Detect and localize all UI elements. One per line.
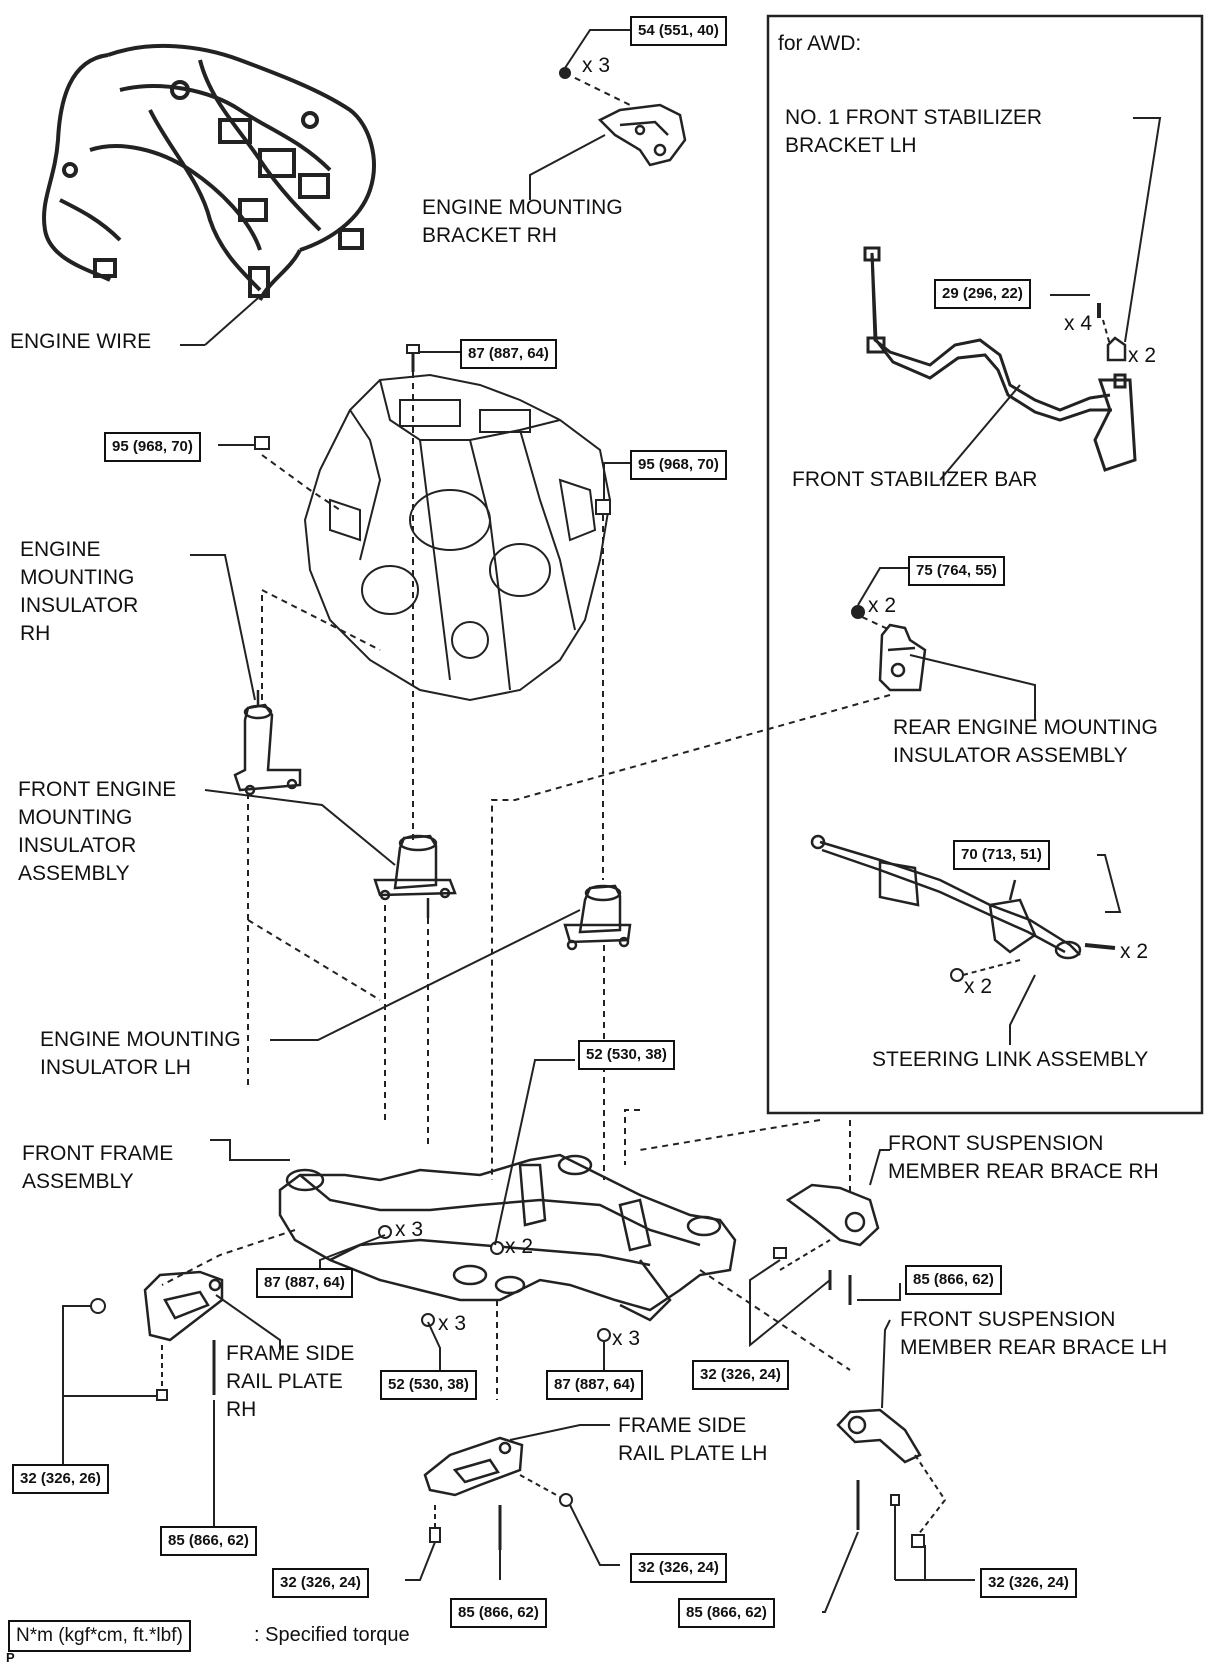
torque-brace-lh-85: 85 (866, 62) xyxy=(678,1598,775,1628)
label-front-suspension-member-rear-brace-rh: FRONT SUSPENSION MEMBER REAR BRACE RH xyxy=(888,1132,1159,1183)
label-engine-wire: ENGINE WIRE xyxy=(10,330,152,353)
torque-engine-top-bolt: 87 (887, 64) xyxy=(460,339,557,369)
label-engine-mounting-insulator-rh: ENGINE MOUNTING INSULATOR RH xyxy=(20,538,139,645)
qty-steering-nut: x 2 xyxy=(964,975,993,998)
engine-wire-harness xyxy=(44,46,374,300)
torque-plate-lh-32-left: 32 (326, 24) xyxy=(272,1568,369,1598)
torque-plate-lh-85: 85 (866, 62) xyxy=(450,1598,547,1628)
rear-engine-mounting-insulator-assembly xyxy=(880,625,925,690)
torque-insulator-rh-nut: 95 (968, 70) xyxy=(104,432,201,462)
engine-mounting-insulator-rh xyxy=(235,690,300,794)
illustration-code: P xyxy=(6,1650,15,1665)
torque-frame-52-top: 52 (530, 38) xyxy=(578,1040,675,1070)
label-frame-side-rail-plate-rh: FRAME SIDE RAIL PLATE RH xyxy=(226,1342,355,1421)
torque-stabilizer-bracket-bolt: 29 (296, 22) xyxy=(934,279,1031,309)
engine-block xyxy=(305,375,610,700)
torque-plate-rh-32: 32 (326, 26) xyxy=(12,1464,109,1494)
label-front-frame-assembly: FRONT FRAME ASSEMBLY xyxy=(22,1142,174,1193)
qty-rear-mount: x 2 xyxy=(868,594,897,617)
label-no1-front-stabilizer-bracket-lh: NO. 1 FRONT STABILIZER BRACKET LH xyxy=(785,106,1043,157)
torque-frame-52-bottom: 52 (530, 38) xyxy=(380,1370,477,1400)
label-front-engine-mounting-insulator-assembly: FRONT ENGINE MOUNTING INSULATOR ASSEMBLY xyxy=(18,778,177,885)
label-front-suspension-member-rear-brace-lh: FRONT SUSPENSION MEMBER REAR BRACE LH xyxy=(900,1308,1168,1359)
label-steering-link-assembly: STEERING LINK ASSEMBLY xyxy=(872,1048,1149,1071)
front-stabilizer-bracket-lh xyxy=(1108,338,1125,360)
engine-mounting-insulator-lh xyxy=(565,886,630,949)
qty-frame-left: x 3 xyxy=(395,1218,424,1241)
torque-steering-bolt: 70 (713, 51) xyxy=(953,840,1050,870)
qty-bracket-rh: x 3 xyxy=(582,54,611,77)
label-front-stabilizer-bar: FRONT STABILIZER BAR xyxy=(792,468,1038,491)
qty-frame-right: x 3 xyxy=(612,1327,641,1350)
label-rear-engine-mounting-insulator-assembly: REAR ENGINE MOUNTING INSULATOR ASSEMBLY xyxy=(893,716,1158,767)
label-engine-mounting-insulator-lh: ENGINE MOUNTING INSULATOR LH xyxy=(40,1028,241,1079)
qty-frame-mid: x 2 xyxy=(505,1235,534,1258)
torque-engine-mounting-bracket-rh: 54 (551, 40) xyxy=(630,16,727,46)
engine-mounting-bracket-rh xyxy=(600,105,685,165)
qty-steering-bolt: x 2 xyxy=(1120,940,1149,963)
torque-plate-rh-85: 85 (866, 62) xyxy=(160,1526,257,1556)
front-engine-mounting-insulator-assembly xyxy=(375,836,455,918)
torque-frame-87-right: 87 (887, 64) xyxy=(546,1370,643,1400)
torque-rear-mount-bolt: 75 (764, 55) xyxy=(908,556,1005,586)
torque-brace-rh-32: 32 (326, 24) xyxy=(692,1360,789,1390)
torque-brace-rh-85: 85 (866, 62) xyxy=(905,1265,1002,1295)
torque-frame-87-left: 87 (887, 64) xyxy=(256,1268,353,1298)
label-frame-side-rail-plate-lh: FRAME SIDE RAIL PLATE LH xyxy=(618,1414,768,1465)
torque-plate-lh-32-right: 32 (326, 24) xyxy=(630,1553,727,1583)
front-stabilizer-bar xyxy=(865,248,1135,470)
torque-insulator-lh-nut: 95 (968, 70) xyxy=(630,450,727,480)
frame-side-rail-plate-rh xyxy=(145,1272,222,1340)
legend-unit-box: N*m (kgf*cm, ft.*lbf) xyxy=(8,1620,191,1652)
inset-title: for AWD: xyxy=(778,32,862,55)
label-engine-mounting-bracket-rh: ENGINE MOUNTING BRACKET RH xyxy=(422,196,623,247)
legend-description: : Specified torque xyxy=(254,1624,410,1646)
torque-brace-lh-32: 32 (326, 24) xyxy=(980,1568,1077,1598)
front-suspension-member-rear-brace-lh xyxy=(838,1410,920,1462)
front-suspension-member-rear-brace-rh xyxy=(788,1185,878,1245)
steering-gear-assembly xyxy=(812,836,1080,958)
frame-side-rail-plate-lh xyxy=(425,1438,522,1495)
qty-frame-bottom: x 3 xyxy=(438,1312,467,1335)
awd-inset-frame xyxy=(766,14,1204,1115)
qty-stabilizer-bracket: x 2 xyxy=(1128,344,1157,367)
qty-stabilizer-bolt: x 4 xyxy=(1064,312,1093,335)
